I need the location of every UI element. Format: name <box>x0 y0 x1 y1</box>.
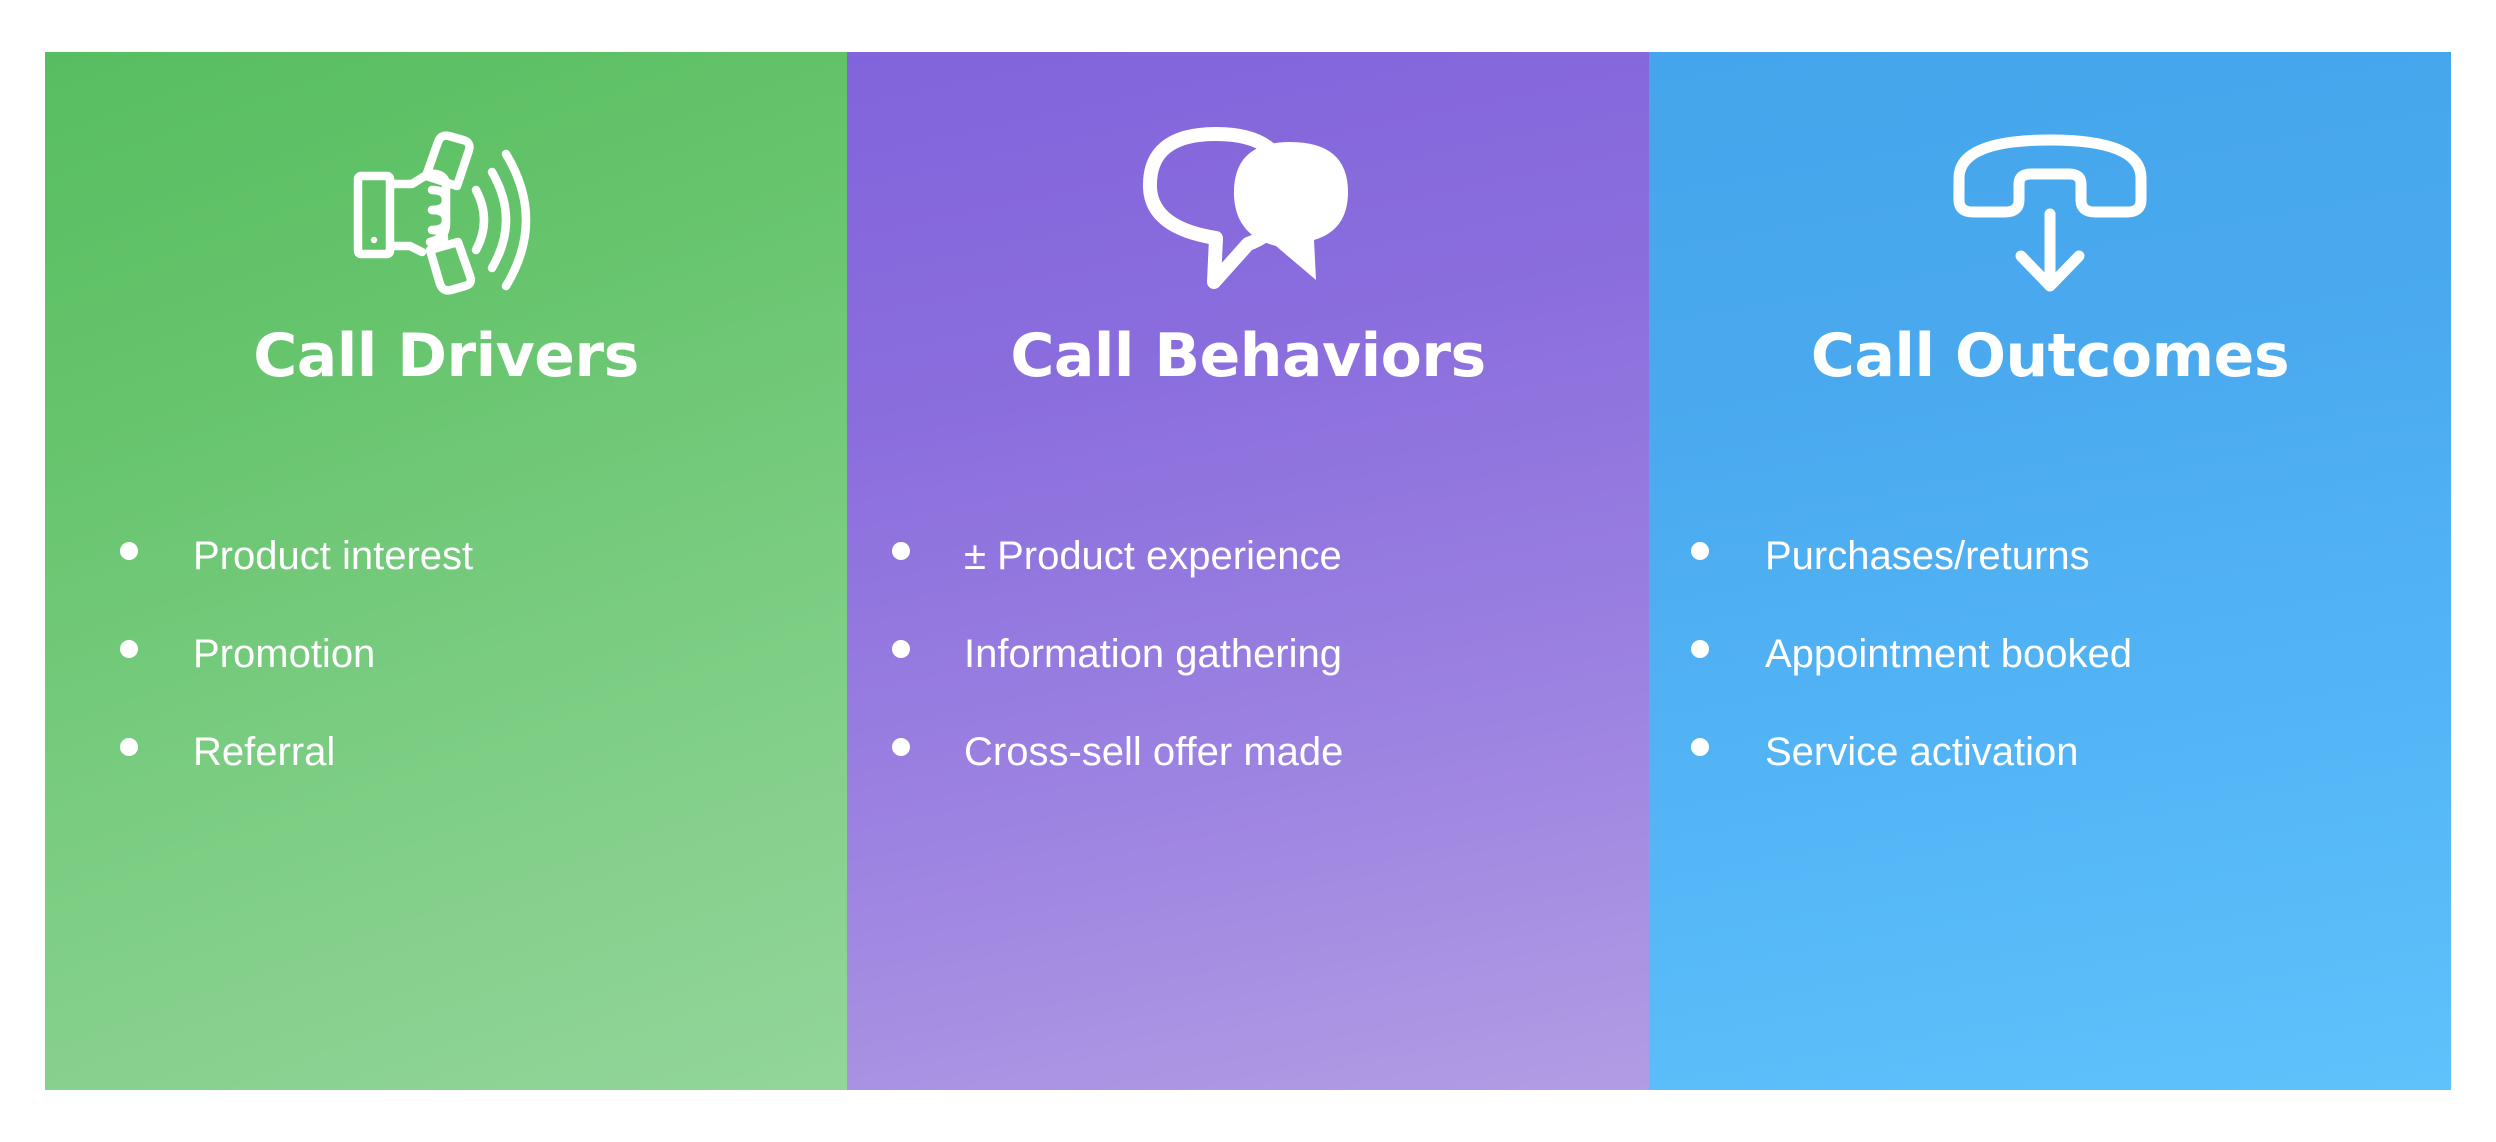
panel-call-outcomes[interactable]: Call Outcomes Purchases/returns Appointm… <box>1649 52 2451 1090</box>
list-item[interactable]: Service activation <box>1649 732 2451 830</box>
list-item-label: Cross-sell offer made <box>964 729 1344 774</box>
list-item-label: Referral <box>193 729 336 774</box>
list-item-label: Product interest <box>193 533 474 578</box>
panel-call-drivers[interactable]: Call Drivers Product interest Promotion … <box>45 52 847 1090</box>
list-item-label: Purchases/returns <box>1765 533 2090 578</box>
list-item-label: Service activation <box>1765 729 2079 774</box>
panel-title: Call Outcomes <box>1810 321 2290 391</box>
phone-handset-down-arrow-icon <box>1649 112 2451 308</box>
bullet-list-call-behaviors: ± Product experience Information gatheri… <box>847 536 1649 830</box>
list-item[interactable]: Referral <box>45 732 847 830</box>
bullet-dot-icon <box>1691 639 1709 658</box>
bullet-dot-icon <box>1691 541 1709 560</box>
bullet-dot-icon <box>892 639 910 658</box>
bullet-dot-icon <box>892 541 910 560</box>
bullet-dot-icon <box>120 541 138 560</box>
bullet-dot-icon <box>120 639 138 658</box>
bullet-dot-icon <box>1691 737 1709 756</box>
list-item-label: ± Product experience <box>964 533 1342 578</box>
list-item-label: Information gathering <box>964 631 1343 676</box>
list-item[interactable]: Appointment booked <box>1649 634 2451 732</box>
bullet-list-call-outcomes: Purchases/returns Appointment booked Ser… <box>1649 536 2451 830</box>
bullet-dot-icon <box>892 737 910 756</box>
list-item[interactable]: Information gathering <box>847 634 1649 732</box>
list-item-label: Appointment booked <box>1765 631 2132 676</box>
bullet-list-call-drivers: Product interest Promotion Referral <box>45 536 847 830</box>
hand-holding-phone-signal-icon <box>45 112 847 308</box>
panel-call-behaviors[interactable]: Call Behaviors ± Product experience Info… <box>847 52 1649 1090</box>
panel-title: Call Drivers <box>253 321 639 391</box>
list-item[interactable]: Purchases/returns <box>1649 536 2451 634</box>
three-column-panel-board: Call Drivers Product interest Promotion … <box>45 52 2451 1090</box>
bullet-dot-icon <box>120 737 138 756</box>
list-item[interactable]: Promotion <box>45 634 847 732</box>
list-item[interactable]: Product interest <box>45 536 847 634</box>
list-item[interactable]: Cross-sell offer made <box>847 732 1649 830</box>
list-item[interactable]: ± Product experience <box>847 536 1649 634</box>
panel-title: Call Behaviors <box>1010 321 1486 391</box>
list-item-label: Promotion <box>193 631 376 676</box>
two-speech-bubbles-icon <box>847 112 1649 308</box>
